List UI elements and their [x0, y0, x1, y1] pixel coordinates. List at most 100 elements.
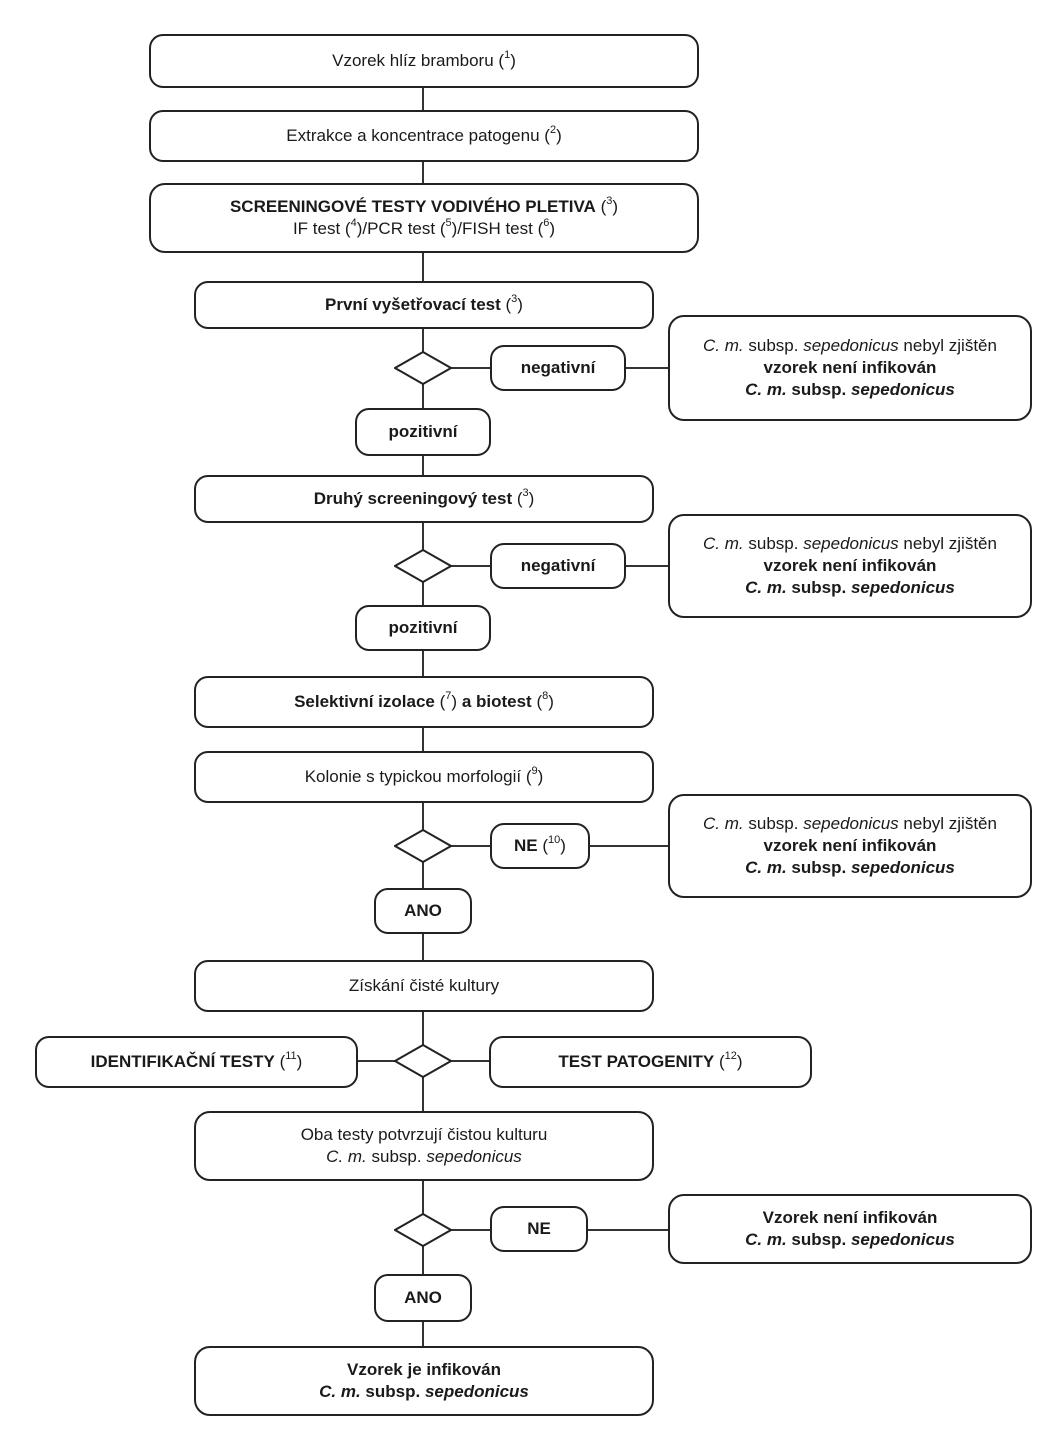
selective-isolation-box: Selektivní izolace (7) a biotest (8) — [194, 676, 654, 728]
organism-abbr: C. m. — [703, 534, 744, 553]
negative-label-2: negativní — [490, 543, 626, 589]
not-infected-text: vzorek není infikován — [763, 836, 937, 855]
organism-subsp: subsp. — [791, 578, 847, 597]
biotest-text: a biotest — [461, 692, 532, 711]
footnote-ref: 4 — [350, 217, 357, 230]
organism-subsp: subsp. — [365, 1382, 421, 1401]
outcome-box-1: C. m. subsp. sepedonicus nebyl zjištěn v… — [668, 315, 1032, 421]
no-label-2: NE — [490, 1206, 588, 1252]
second-test-box: Druhý screeningový test (3) — [194, 475, 654, 523]
organism-epithet: sepedonicus — [850, 578, 955, 597]
organism-subsp: subsp. — [748, 534, 799, 553]
first-test-box: První vyšetřovací test (3) — [194, 281, 654, 329]
negative-text: negativní — [520, 556, 596, 575]
both-confirm-text: Oba testy potvrzují čistou kulturu — [300, 1125, 548, 1144]
final-box: Vzorek je infikován C. m. subsp. sepedon… — [194, 1346, 654, 1416]
footnote-ref: 3 — [511, 293, 518, 306]
positive-text: pozitivní — [388, 618, 458, 637]
identification-box: IDENTIFIKAČNÍ TESTY (11) — [35, 1036, 358, 1088]
not-detected-text: nebyl zjištěn — [903, 336, 997, 355]
sample-box: Vzorek hlíz bramboru (1) — [149, 34, 699, 88]
organism-subsp: subsp. — [748, 814, 799, 833]
no-text: NE — [514, 836, 538, 855]
negative-label-1: negativní — [490, 345, 626, 391]
pathogenicity-box: TEST PATOGENITY (12) — [489, 1036, 812, 1088]
footnote-ref: 10 — [548, 834, 561, 847]
screening-test-if: IF test — [292, 219, 341, 238]
organism-epithet: sepedonicus — [850, 380, 955, 399]
footnote-ref: 8 — [542, 690, 549, 703]
organism-epithet: sepedonicus — [803, 814, 899, 833]
organism-epithet: sepedonicus — [803, 534, 899, 553]
negative-text: negativní — [520, 358, 596, 377]
positive-label-2: pozitivní — [355, 605, 491, 651]
organism-subsp: subsp. — [748, 336, 799, 355]
outcome-box-2: C. m. subsp. sepedonicus nebyl zjištěn v… — [668, 514, 1032, 618]
footnote-ref: 3 — [606, 195, 613, 208]
sample-text: Vzorek hlíz bramboru — [332, 51, 494, 70]
screening-box: SCREENINGOVÉ TESTY VODIVÉHO PLETIVA (3) … — [149, 183, 699, 253]
not-detected-text: nebyl zjištěn — [903, 534, 997, 553]
yes-text: ANO — [404, 901, 442, 920]
organism-subsp: subsp. — [791, 380, 847, 399]
positive-label-1: pozitivní — [355, 408, 491, 456]
organism-abbr: C. m. — [745, 380, 787, 399]
outcome-box-4: Vzorek není infikován C. m. subsp. seped… — [668, 1194, 1032, 1264]
footnote-ref: 6 — [543, 217, 550, 230]
colonies-box: Kolonie s typickou morfologií (9) — [194, 751, 654, 803]
second-test-text: Druhý screeningový test — [313, 489, 513, 508]
organism-abbr: C. m. — [319, 1382, 361, 1401]
footnote-ref: 9 — [531, 765, 538, 778]
pathogenicity-text: TEST PATOGENITY — [558, 1052, 715, 1071]
footnote-ref: 12 — [724, 1050, 737, 1063]
not-detected-text: nebyl zjištěn — [903, 814, 997, 833]
decision-diamond — [394, 1213, 452, 1247]
not-infected-text: Vzorek není infikován — [762, 1208, 938, 1227]
positive-text: pozitivní — [388, 422, 458, 441]
both-confirm-box: Oba testy potvrzují čistou kulturu C. m.… — [194, 1111, 654, 1181]
footnote-ref: 2 — [549, 124, 557, 137]
organism-abbr: C. m. — [326, 1147, 367, 1166]
no-label-1: NE (10) — [490, 823, 590, 869]
final-text: Vzorek je infikován — [347, 1360, 501, 1379]
organism-subsp: subsp. — [791, 858, 847, 877]
organism-abbr: C. m. — [745, 1230, 787, 1249]
organism-subsp: subsp. — [791, 1230, 847, 1249]
screening-test-fish: FISH test — [462, 219, 533, 238]
outcome-box-3: C. m. subsp. sepedonicus nebyl zjištěn v… — [668, 794, 1032, 898]
organism-epithet: sepedonicus — [424, 1382, 529, 1401]
footnote-ref: 3 — [522, 487, 529, 500]
organism-abbr: C. m. — [745, 578, 787, 597]
footnote-ref: 11 — [285, 1050, 297, 1063]
screening-title: SCREENINGOVÉ TESTY VODIVÉHO PLETIVA — [229, 197, 596, 216]
footnote-ref: 7 — [445, 690, 452, 703]
decision-diamond — [394, 829, 452, 863]
organism-epithet: sepedonicus — [426, 1147, 522, 1166]
decision-diamond — [394, 1044, 452, 1078]
organism-subsp: subsp. — [371, 1147, 422, 1166]
pure-culture-text: Získání čisté kultury — [348, 976, 500, 995]
footnote-ref: 5 — [445, 217, 452, 230]
selective-text: Selektivní izolace — [294, 692, 435, 711]
not-infected-text: vzorek není infikován — [763, 556, 937, 575]
organism-epithet: sepedonicus — [850, 1230, 955, 1249]
organism-abbr: C. m. — [703, 814, 744, 833]
organism-abbr: C. m. — [703, 336, 744, 355]
footnote-ref: 1 — [504, 49, 511, 62]
yes-label-2: ANO — [374, 1274, 472, 1322]
pure-culture-box: Získání čisté kultury — [194, 960, 654, 1012]
not-infected-text: vzorek není infikován — [763, 358, 937, 377]
yes-text: ANO — [404, 1288, 442, 1307]
first-test-text: První vyšetřovací test — [325, 295, 501, 314]
no-text: NE — [527, 1219, 551, 1238]
organism-abbr: C. m. — [745, 858, 787, 877]
extraction-text: Extrakce a koncentrace patogenu — [286, 126, 540, 145]
organism-epithet: sepedonicus — [850, 858, 955, 877]
decision-diamond — [394, 549, 452, 583]
identification-text: IDENTIFIKAČNÍ TESTY — [90, 1052, 275, 1071]
decision-diamond — [394, 351, 452, 385]
yes-label-1: ANO — [374, 888, 472, 934]
extraction-box: Extrakce a koncentrace patogenu (2) — [149, 110, 699, 162]
colonies-text: Kolonie s typickou morfologií — [304, 767, 522, 786]
